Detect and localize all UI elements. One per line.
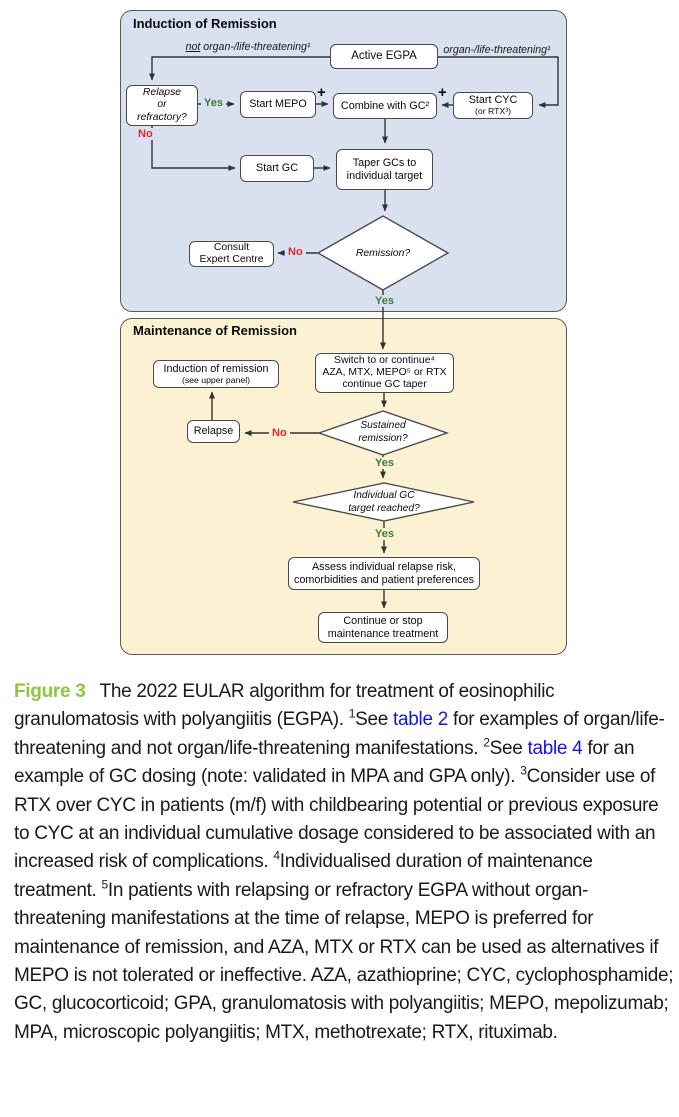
taper-gc-box: Taper GCs to individual target: [336, 149, 433, 190]
label-yes-sustained: Yes: [372, 457, 397, 470]
sustained-remission-question: Sustained remission?: [358, 420, 408, 444]
continue-or-stop-box: Continue or stop maintenance treatment: [318, 612, 448, 643]
table-2-link[interactable]: table 2: [393, 709, 448, 731]
caption-text-1: The 2022 EULAR algorithm for treatment o…: [14, 681, 555, 731]
figure-label: Figure 3: [14, 681, 86, 702]
active-egpa-box: Active EGPA: [330, 44, 438, 69]
switch-continue-box: Switch to or continue⁴ AZA, MTX, MEPO⁵ o…: [315, 353, 454, 393]
start-cyc-sub: (or RTX³): [474, 106, 512, 117]
branch-label-threatening: organ-/life-threatening¹: [443, 44, 551, 56]
plus-mepo-gc: +: [317, 84, 326, 101]
footnote-marker-3: 3: [520, 763, 527, 778]
figure-3-diagram: Induction of Remission Maintenance of Re…: [120, 10, 567, 655]
caption-text-2: See: [355, 709, 394, 731]
footnote-marker-1: 1: [348, 707, 356, 722]
induction-ref-sub: (see upper panel): [181, 374, 251, 385]
branch-label-not-word: not: [185, 41, 201, 53]
footnote-marker-4: 4: [273, 849, 280, 864]
branch-label-not-threatening: not organ-/life-threatening¹: [178, 41, 318, 53]
caption-text-3: for examples of organ/life-threatening a…: [14, 709, 665, 759]
induction-panel-title: Induction of Remission: [133, 16, 277, 31]
footnote-marker-5: 5: [101, 877, 109, 892]
induction-of-remission-ref-box: Induction of remission(see upper panel): [153, 360, 279, 388]
label-yes-gc-target: Yes: [372, 528, 397, 541]
assess-relapse-risk-box: Assess individual relapse risk, comorbid…: [288, 557, 480, 590]
plus-cyc-gc: +: [438, 84, 447, 101]
remission-question: Remission?: [355, 248, 411, 259]
label-yes-remission: Yes: [372, 295, 397, 308]
label-no-sustained: No: [269, 427, 290, 440]
relapse-box: Relapse: [187, 420, 240, 443]
caption-text-6: Consider use of RTX over CYC in patients…: [14, 766, 659, 873]
maintenance-panel-title: Maintenance of Remission: [133, 323, 297, 338]
footnote-marker-2: 2: [483, 735, 490, 750]
label-yes-relapse: Yes: [201, 97, 226, 110]
gc-target-question: Individual GC target reached?: [348, 490, 420, 514]
branch-label-not-rest: organ-/life-threatening¹: [200, 41, 311, 53]
table-4-link[interactable]: table 4: [527, 737, 583, 759]
caption-text-4: See: [489, 737, 528, 759]
combine-gc-box: Combine with GC²: [333, 93, 437, 119]
label-no-remission: No: [285, 246, 306, 259]
caption-text-5: for an example of GC dosing (note: valid…: [14, 737, 635, 788]
start-gc-box: Start GC: [240, 155, 314, 182]
label-no-relapse: No: [135, 128, 156, 141]
induction-ref-main: Induction of remission: [163, 362, 269, 375]
caption-text-7: Individualised duration of maintenance t…: [14, 851, 593, 901]
consult-expert-centre-box: Consult Expert Centre: [189, 241, 274, 267]
start-mepo-box: Start MEPO: [240, 91, 316, 118]
caption-text-8: In patients with relapsing or refractory…: [14, 879, 674, 1043]
relapse-refractory-box: Relapse or refractory?: [126, 85, 198, 126]
start-cyc-box: Start CYC(or RTX³): [453, 92, 533, 119]
